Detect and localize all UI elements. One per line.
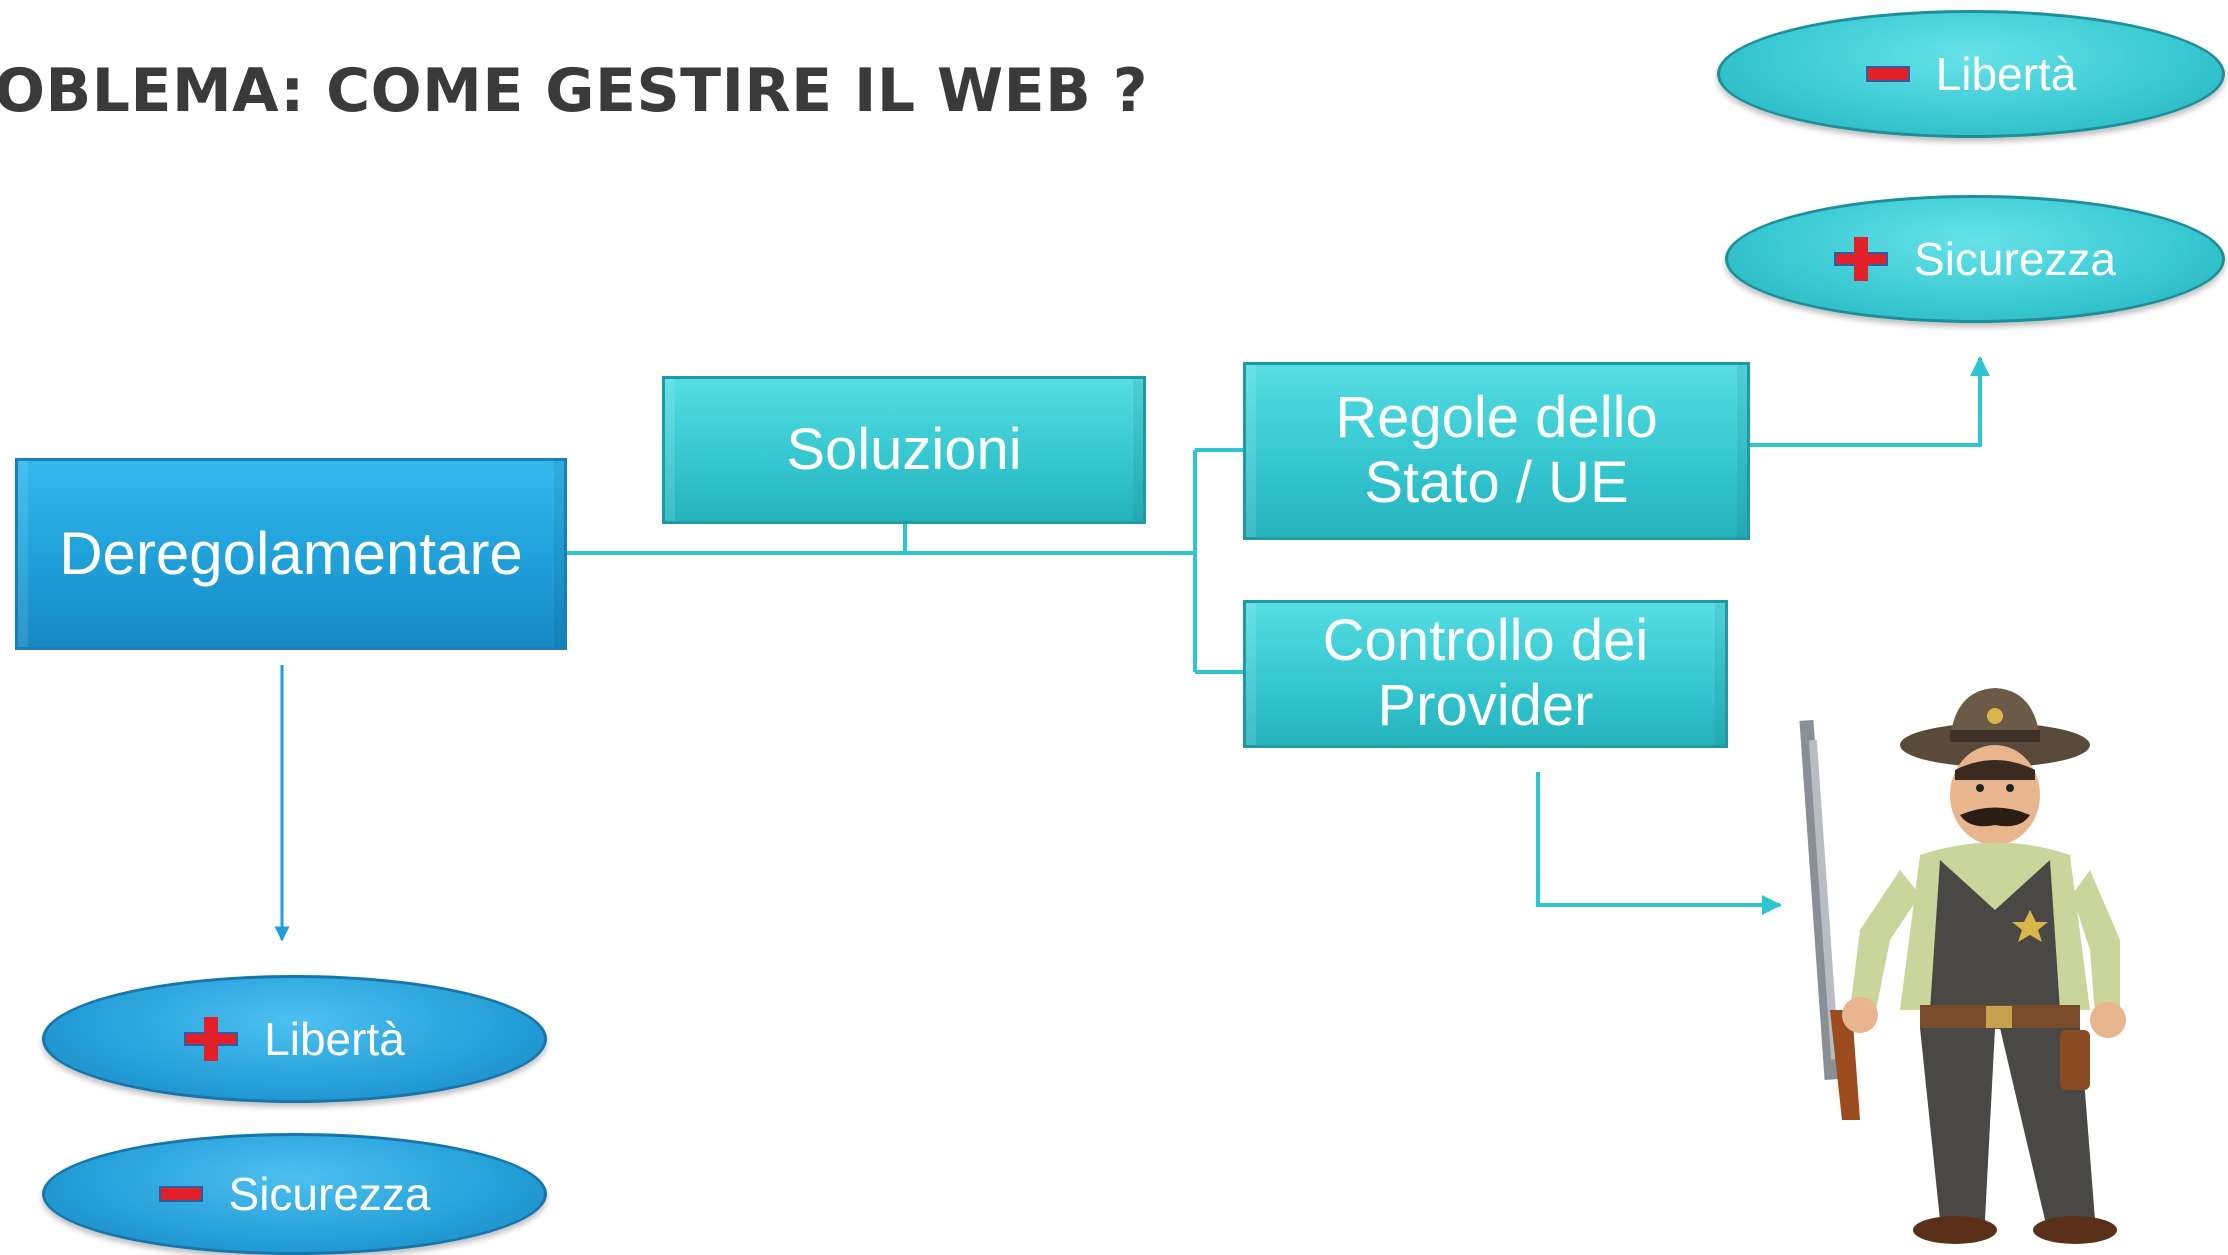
arrow-regole-to-outcomes (1750, 356, 1990, 447)
node-controllo-line1: Controllo dei (1322, 608, 1649, 674)
page-title: OBLEMA: COME GESTIRE IL WEB ? (0, 56, 1149, 126)
node-regole-line1: Regole dello (1335, 385, 1658, 451)
minus-icon (1865, 66, 1910, 82)
outcome-left-liberta-label: Libertà (264, 1013, 405, 1065)
node-deregolamentare-label: Deregolamentare (59, 520, 523, 588)
outcome-left-liberta: Libertà (42, 975, 547, 1103)
plus-icon (184, 1017, 239, 1061)
legs-icon (1913, 1028, 2117, 1244)
rifle-icon (1799, 719, 1860, 1120)
minus-icon (158, 1186, 203, 1202)
node-regole: Regole dello Stato / UE (1243, 362, 1750, 540)
outcome-left-sicurezza: Sicurezza (42, 1133, 547, 1255)
plus-icon (1834, 237, 1889, 281)
outcome-left-sicurezza-label: Sicurezza (228, 1168, 431, 1220)
sheriff-illustration (1799, 688, 2126, 1244)
head-icon (1950, 745, 2040, 845)
node-soluzioni: Soluzioni (662, 376, 1146, 524)
node-controllo: Controllo dei Provider (1243, 600, 1728, 748)
outcome-right-liberta-label: Libertà (1935, 48, 2077, 100)
node-regole-line2: Stato / UE (1364, 450, 1629, 515)
node-controllo-line2: Provider (1377, 673, 1594, 738)
outcome-right-liberta: Libertà (1717, 10, 2225, 138)
outcome-right-sicurezza-label: Sicurezza (1914, 233, 2116, 285)
node-soluzioni-label: Soluzioni (786, 416, 1022, 482)
body-icon (1842, 842, 2126, 1038)
outcome-right-sicurezza: Sicurezza (1725, 195, 2225, 323)
arrow-controllo-to-sheriff (1536, 772, 1782, 915)
node-deregolamentare: Deregolamentare (15, 458, 567, 650)
